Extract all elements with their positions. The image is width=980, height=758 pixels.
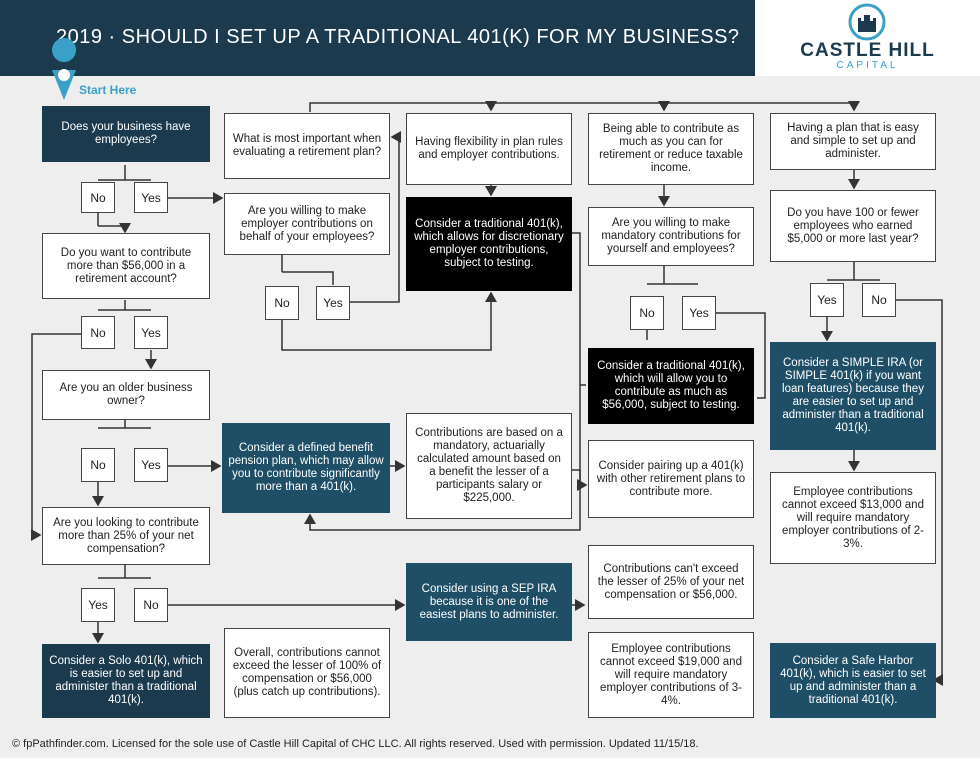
question-older-owner: Are you an older business owner?	[42, 370, 210, 420]
sep-contribution-limit: Contributions can't exceed the lesser of…	[588, 545, 754, 619]
simple-ira-result: Consider a SIMPLE IRA (or SIMPLE 401(k) …	[770, 342, 936, 450]
answer-no: No	[265, 286, 299, 320]
castle-icon	[848, 3, 886, 41]
answer-yes: Yes	[134, 316, 168, 349]
traditional-401k-discretionary: Consider a traditional 401(k), which all…	[406, 197, 572, 291]
logo: CASTLE HILL CAPITAL	[755, 0, 980, 76]
page-title: 2019 · SHOULD I SET UP A TRADITIONAL 401…	[56, 26, 740, 48]
answer-yes: Yes	[134, 182, 168, 213]
answer-no: No	[81, 448, 115, 482]
header-bar: 2019 · SHOULD I SET UP A TRADITIONAL 401…	[0, 0, 755, 76]
start-label: Start Here	[79, 83, 137, 97]
answer-no: No	[134, 588, 168, 622]
question-25-percent: Are you looking to contribute more than …	[42, 507, 210, 565]
question-most-important: What is most important when evaluating a…	[224, 113, 390, 179]
logo-name: CASTLE HILL	[800, 40, 935, 61]
answer-yes: Yes	[316, 286, 350, 320]
question-employer-contributions: Are you willing to make employer contrib…	[224, 193, 390, 255]
answer-yes: Yes	[81, 588, 115, 622]
answer-yes: Yes	[810, 283, 844, 317]
footer-copyright: © fpPathfinder.com. Licensed for the sol…	[12, 738, 699, 750]
answer-yes: Yes	[682, 296, 716, 330]
question-contribute-56k: Do you want to contribute more than $56,…	[42, 233, 210, 299]
answer-no: No	[630, 296, 664, 330]
db-contribution-details: Contributions are based on a mandatory, …	[406, 413, 572, 519]
simple-contribution-limit: Employee contributions cannot exceed $13…	[770, 472, 936, 564]
question-employees: Does your business have employees?	[42, 106, 210, 162]
easy-plan-option: Having a plan that is easy and simple to…	[770, 113, 936, 170]
flexibility-option: Having flexibility in plan rules and emp…	[406, 113, 572, 185]
map-pin-icon	[52, 38, 77, 62]
answer-no: No	[81, 316, 115, 349]
traditional-401k-56k: Consider a traditional 401(k), which wil…	[588, 348, 754, 424]
safe-harbor-limit: Employee contributions cannot exceed $19…	[588, 632, 754, 718]
question-100-employees: Do you have 100 or fewer employees who e…	[770, 190, 936, 262]
contribute-max-option: Being able to contribute as much as you …	[588, 113, 754, 185]
answer-yes: Yes	[134, 448, 168, 482]
answer-no: No	[81, 182, 115, 213]
overall-contribution-limit: Overall, contributions cannot exceed the…	[224, 628, 390, 718]
safe-harbor-result: Consider a Safe Harbor 401(k), which is …	[770, 643, 936, 718]
defined-benefit-result: Consider a defined benefit pension plan,…	[222, 423, 390, 513]
sep-ira-result: Consider using a SEP IRA because it is o…	[406, 563, 572, 641]
question-mandatory-contributions: Are you willing to make mandatory contri…	[588, 207, 754, 266]
logo-subtitle: CAPITAL	[836, 60, 899, 71]
answer-no: No	[862, 283, 896, 317]
solo-401k-result: Consider a Solo 401(k), which is easier …	[42, 644, 210, 718]
pairing-plans-option: Consider pairing up a 401(k) with other …	[588, 440, 754, 518]
